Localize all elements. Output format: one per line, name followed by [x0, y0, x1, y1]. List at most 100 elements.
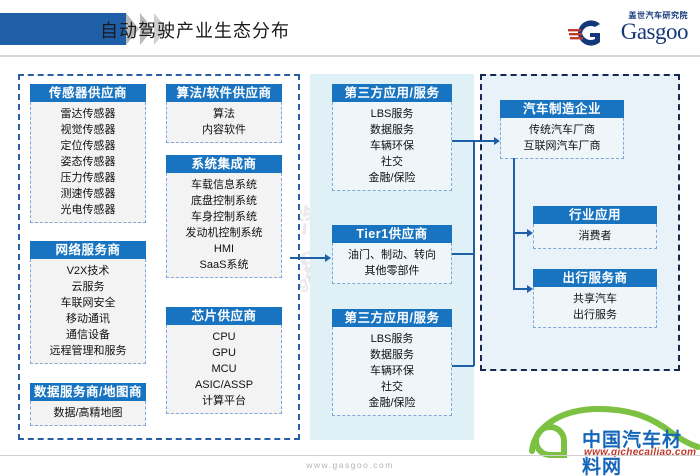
arrowhead-to-mobility-services — [527, 285, 533, 293]
list-item[interactable]: 数据/高精地图 — [53, 407, 123, 419]
group-title: 出行服务商 — [533, 269, 657, 287]
group-system-integrators[interactable]: 系统集成商 车载信息系统 底盘控制系统 车身控制系统 发动机控制系统 HMI S… — [166, 155, 282, 278]
connector-vertical-bus — [473, 140, 475, 366]
list-item[interactable]: MCU — [211, 363, 237, 375]
footer-logo-chinese: 中国汽车材料网 — [582, 430, 683, 476]
group-items: LBS服务 数据服务 车辆环保 社交 金融/保险 — [332, 102, 452, 191]
group-title: 传感器供应商 — [30, 84, 146, 102]
group-third-party-services-bottom[interactable]: 第三方应用/服务 LBS服务 数据服务 车辆环保 社交 金融/保险 — [332, 309, 452, 416]
header-blue-bar — [0, 13, 126, 45]
list-item[interactable]: 车联网安全 — [60, 297, 116, 309]
list-item[interactable]: 视觉传感器 — [60, 124, 116, 136]
list-item[interactable]: 通信设备 — [66, 329, 110, 341]
group-items: 算法 内容软件 — [166, 102, 282, 143]
list-item[interactable]: GPU — [212, 347, 236, 359]
list-item[interactable]: V2X技术 — [66, 265, 110, 277]
list-item[interactable]: 车身控制系统 — [191, 211, 257, 223]
list-item[interactable]: 社交 — [381, 381, 403, 393]
group-algorithm-software-suppliers[interactable]: 算法/软件供应商 算法 内容软件 — [166, 84, 282, 143]
group-sensor-suppliers[interactable]: 传感器供应商 雷达传感器 视觉传感器 定位传感器 姿态传感器 压力传感器 测速传… — [30, 84, 146, 223]
list-item[interactable]: 光电传感器 — [60, 204, 116, 216]
list-item[interactable]: 发动机控制系统 — [185, 227, 263, 239]
list-item[interactable]: 出行服务 — [573, 309, 617, 321]
list-item[interactable]: 车载信息系统 — [191, 179, 257, 191]
footer-logo-url: www.qichecailiao.com — [584, 447, 697, 458]
group-items: V2X技术 云服务 车联网安全 移动通讯 通信设备 远程管理和服务 — [30, 259, 146, 364]
group-data-map-providers[interactable]: 数据服务商/地图商 数据/高精地图 — [30, 383, 146, 426]
group-industry-applications[interactable]: 行业应用 消费者 — [533, 206, 657, 249]
list-item[interactable]: 远程管理和服务 — [49, 345, 127, 357]
group-title: Tier1供应商 — [332, 225, 452, 243]
group-items: 雷达传感器 视觉传感器 定位传感器 姿态传感器 压力传感器 测速传感器 光电传感… — [30, 102, 146, 223]
list-item[interactable]: LBS服务 — [370, 108, 414, 120]
group-items: 消费者 — [533, 224, 657, 249]
list-item[interactable]: CPU — [212, 331, 236, 343]
list-item[interactable]: 移动通讯 — [66, 313, 110, 325]
list-item[interactable]: 测速传感器 — [60, 188, 116, 200]
connector-services-bottom-to-bus — [452, 365, 474, 367]
connector-to-industry-applications — [513, 232, 530, 234]
list-item[interactable]: 金融/保险 — [368, 172, 416, 184]
list-item[interactable]: 社交 — [381, 156, 403, 168]
list-item[interactable]: LBS服务 — [370, 333, 414, 345]
group-items: 车载信息系统 底盘控制系统 车身控制系统 发动机控制系统 HMI SaaS系统 — [166, 173, 282, 278]
footer-divider — [0, 455, 700, 456]
group-mobility-service-providers[interactable]: 出行服务商 共享汽车 出行服务 — [533, 269, 657, 328]
group-tier1-suppliers[interactable]: Tier1供应商 油门、制动、转向 其他零部件 — [332, 225, 452, 284]
connector-bus-to-manufacturers — [473, 140, 497, 142]
list-item[interactable]: 车辆环保 — [370, 140, 414, 152]
list-item[interactable]: HMI — [213, 243, 235, 255]
arrowhead-bus-to-manufacturers — [494, 137, 500, 145]
group-items: CPU GPU MCU ASIC/ASSP 计算平台 — [166, 325, 282, 414]
connector-services-top-to-bus — [452, 140, 474, 142]
list-item[interactable]: 云服务 — [71, 281, 105, 293]
list-item[interactable]: 互联网汽车厂商 — [523, 140, 601, 152]
chevron-icon-1 — [126, 13, 139, 45]
group-title: 第三方应用/服务 — [332, 309, 452, 327]
group-title: 汽车制造企业 — [500, 100, 624, 118]
group-title: 芯片供应商 — [166, 307, 282, 325]
footer-site-url: www.gasgoo.com — [306, 460, 394, 470]
group-title: 系统集成商 — [166, 155, 282, 173]
list-item[interactable]: 传统汽车厂商 — [529, 124, 595, 136]
gasgoo-logo: 盖世汽车研究院 Gasgoo — [568, 10, 689, 50]
group-title: 第三方应用/服务 — [332, 84, 452, 102]
qichecailiao-logo: 中国汽车材料网 www.qichecailiao.com — [520, 405, 700, 476]
connector-to-mobility-services — [513, 288, 530, 290]
group-items: 共享汽车 出行服务 — [533, 287, 657, 328]
group-chip-suppliers[interactable]: 芯片供应商 CPU GPU MCU ASIC/ASSP 计算平台 — [166, 307, 282, 414]
car-outline-icon — [529, 405, 700, 458]
list-item[interactable]: 算法 — [213, 108, 235, 120]
list-item[interactable]: 数据服务 — [370, 124, 414, 136]
list-item[interactable]: 油门、制动、转向 — [348, 249, 436, 261]
group-title: 网络服务商 — [30, 241, 146, 259]
group-third-party-services-top[interactable]: 第三方应用/服务 LBS服务 数据服务 车辆环保 社交 金融/保险 — [332, 84, 452, 191]
list-item[interactable]: 姿态传感器 — [60, 156, 116, 168]
list-item[interactable]: 消费者 — [578, 230, 612, 242]
list-item[interactable]: SaaS系统 — [199, 259, 249, 271]
list-item[interactable]: 雷达传感器 — [60, 108, 116, 120]
group-title: 算法/软件供应商 — [166, 84, 282, 102]
list-item[interactable]: ASIC/ASSP — [194, 379, 254, 391]
group-items: 传统汽车厂商 互联网汽车厂商 — [500, 118, 624, 159]
group-automobile-manufacturers[interactable]: 汽车制造企业 传统汽车厂商 互联网汽车厂商 — [500, 100, 624, 159]
list-item[interactable]: 计算平台 — [202, 395, 246, 407]
list-item[interactable]: 压力传感器 — [60, 172, 116, 184]
group-items: 数据/高精地图 — [30, 401, 146, 426]
list-item[interactable]: 共享汽车 — [573, 293, 617, 305]
list-item[interactable]: 定位传感器 — [60, 140, 116, 152]
group-network-service-providers[interactable]: 网络服务商 V2X技术 云服务 车联网安全 移动通讯 通信设备 远程管理和服务 — [30, 241, 146, 364]
group-title: 行业应用 — [533, 206, 657, 224]
list-item[interactable]: 底盘控制系统 — [191, 195, 257, 207]
list-item[interactable]: 数据服务 — [370, 349, 414, 361]
logo-chinese-text: 盖世汽车研究院 — [628, 11, 688, 20]
gasgoo-swoosh-icon — [568, 20, 600, 46]
list-item[interactable]: 其他零部件 — [364, 265, 420, 277]
group-items: 油门、制动、转向 其他零部件 — [332, 243, 452, 284]
list-item[interactable]: 内容软件 — [202, 124, 246, 136]
list-item[interactable]: 金融/保险 — [368, 397, 416, 409]
page-title: 自动驾驶产业生态分布 — [100, 21, 290, 41]
list-item[interactable]: 车辆环保 — [370, 365, 414, 377]
group-title: 数据服务商/地图商 — [30, 383, 146, 401]
